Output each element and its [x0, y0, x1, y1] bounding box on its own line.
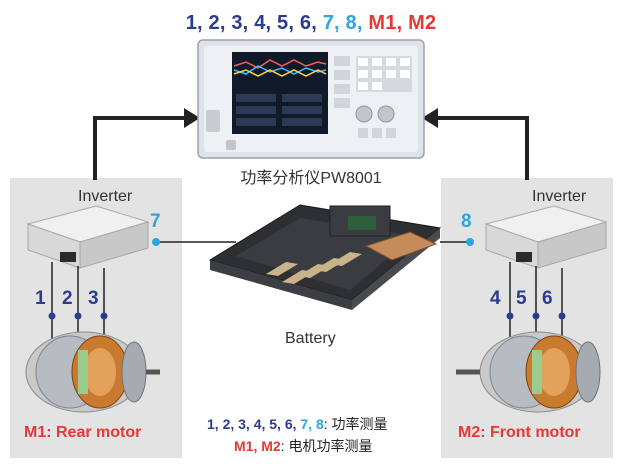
- channel-7-label: 7: [150, 211, 161, 232]
- left-phase-wires: [51, 262, 105, 340]
- right-motor: [456, 331, 601, 413]
- left-inverter-label: Inverter: [78, 188, 133, 205]
- channel-2-label: 2: [62, 288, 73, 309]
- legend-channels-blue: 1, 2, 3, 4, 5, 6,: [207, 416, 301, 432]
- battery-pack: [208, 204, 442, 310]
- legend-motor-channels: M1, M2: [234, 438, 281, 454]
- channel-4-label: 4: [490, 288, 501, 309]
- right-phase-wires: [509, 262, 563, 340]
- header-channels-red: M1, M2: [368, 12, 437, 34]
- header-channels-blue: 1, 2, 3, 4, 5, 6,: [185, 12, 323, 34]
- legend-channels-cyan: 7, 8: [300, 416, 324, 432]
- sensor-dot-2: [74, 312, 82, 320]
- sensor-dot-8: [466, 238, 474, 246]
- battery-label: Battery: [285, 330, 336, 347]
- legend-motor-power-measure: : 电机功率测量: [280, 438, 373, 454]
- power-analyzer-device: [197, 39, 425, 159]
- legend-line-2: M1, M2: 电机功率测量: [234, 436, 372, 456]
- channel-header: 1, 2, 3, 4, 5, 6, 7, 8, M1, M2: [0, 12, 622, 35]
- analyzer-label: 功率分析仪PW8001: [240, 170, 382, 187]
- front-motor-label: M2: Front motor: [458, 424, 581, 441]
- legend-power-measure: : 功率测量: [323, 416, 388, 432]
- sensor-dot-5: [532, 312, 540, 320]
- right-inverter-label: Inverter: [532, 188, 587, 205]
- right-arrow: [422, 108, 529, 180]
- left-inverter: [26, 205, 150, 269]
- channel-1-label: 1: [35, 288, 46, 309]
- channel-3-label: 3: [88, 288, 99, 309]
- sensor-dot-1: [48, 312, 56, 320]
- left-arrow: [93, 108, 200, 180]
- left-motor: [25, 331, 160, 413]
- sensor-dot-4: [506, 312, 514, 320]
- sensor-dot-6: [558, 312, 566, 320]
- header-channels-cyan: 7, 8,: [322, 12, 369, 34]
- channel-8-label: 8: [461, 211, 472, 232]
- right-inverter: [484, 205, 608, 269]
- legend-line-1: 1, 2, 3, 4, 5, 6, 7, 8: 功率测量: [207, 414, 388, 434]
- sensor-dot-3: [100, 312, 108, 320]
- sensor-dot-7: [152, 238, 160, 246]
- rear-motor-label: M1: Rear motor: [24, 424, 142, 441]
- channel-5-label: 5: [516, 288, 527, 309]
- channel-6-label: 6: [542, 288, 553, 309]
